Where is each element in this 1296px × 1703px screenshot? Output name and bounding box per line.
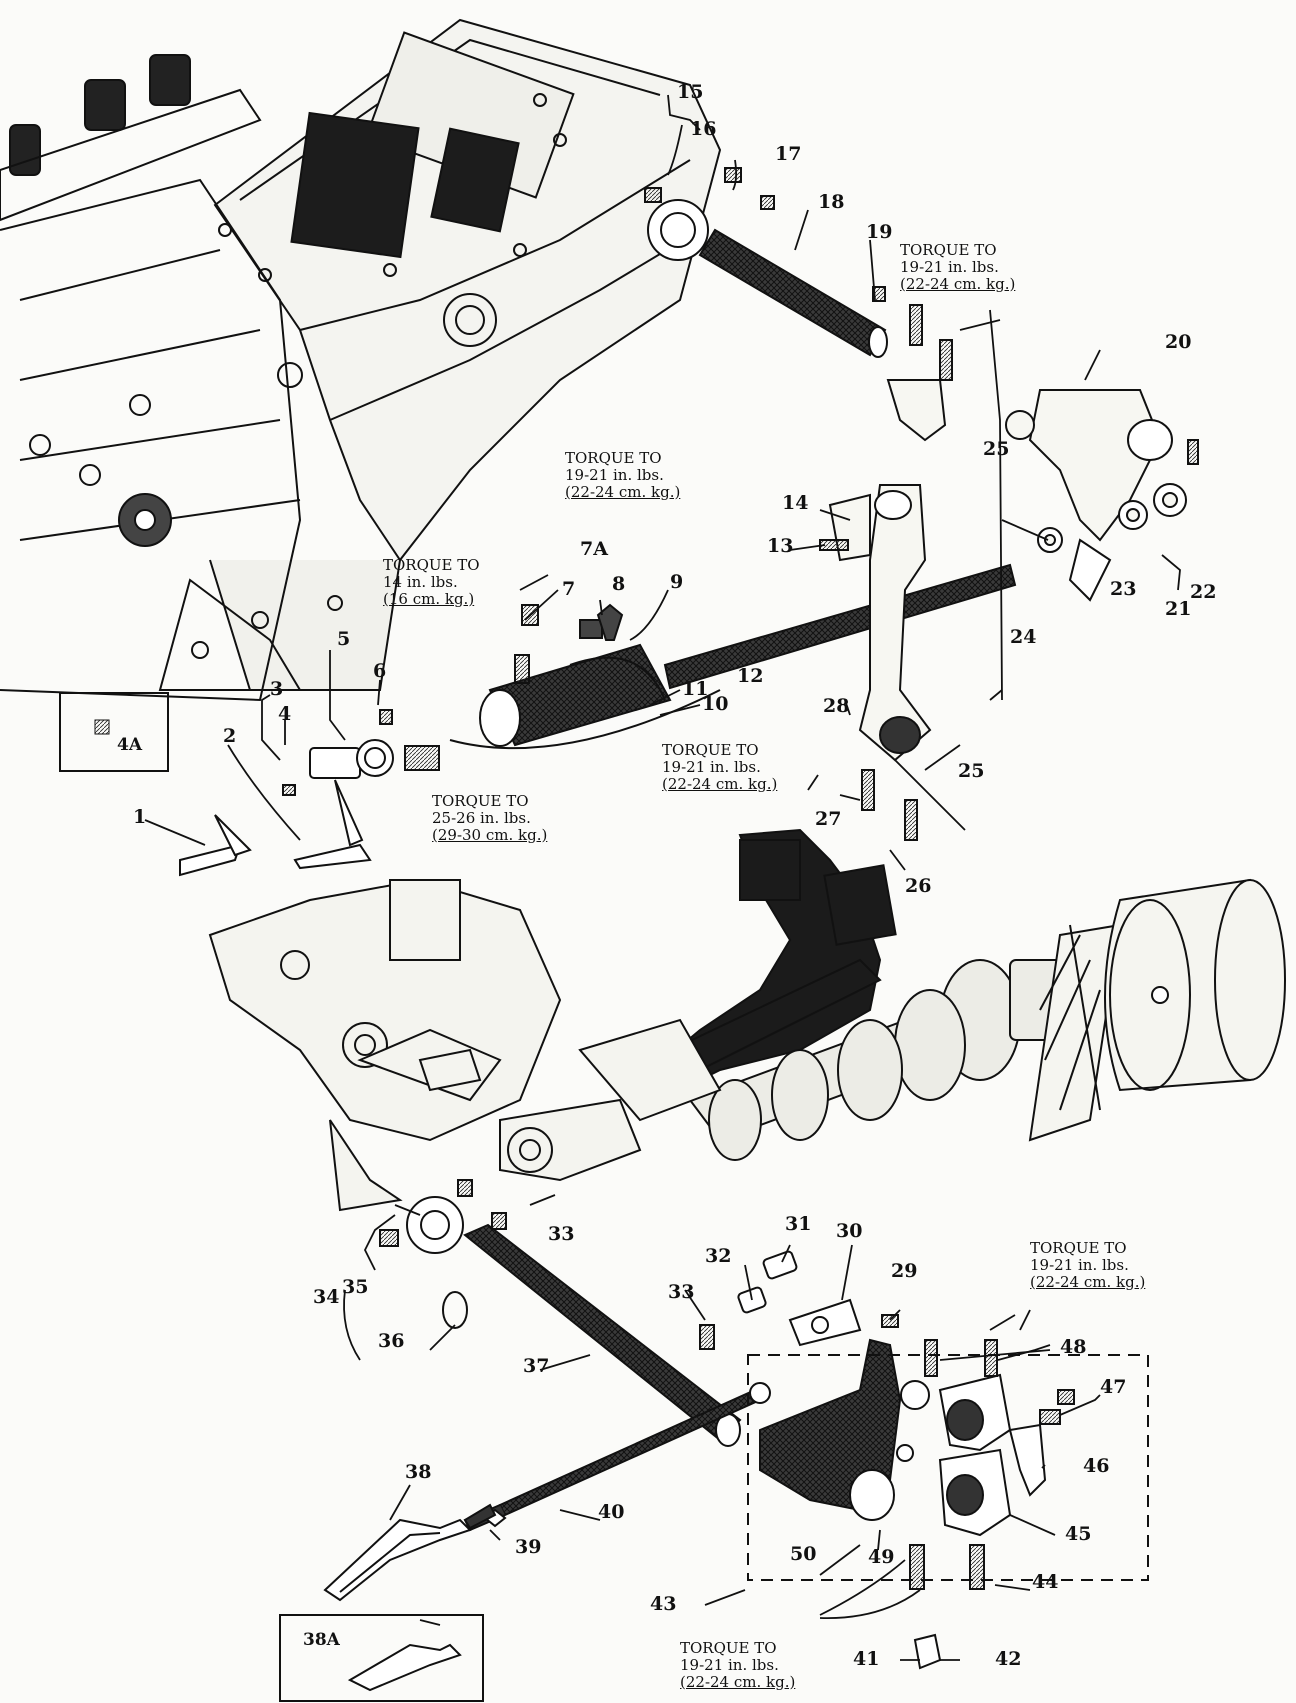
- part-label-6: 6: [373, 660, 387, 682]
- thread-stand-spools: [0, 54, 262, 222]
- torque-note-center-top: TORQUE TO 19-21 in. lbs. (22-24 cm. kg.): [565, 449, 681, 501]
- presser-foot-and-feed: [418, 1018, 722, 1182]
- part-label-27: 27: [815, 808, 842, 830]
- handwheel-pulley: [1028, 878, 1286, 1142]
- part-label-49: 49: [868, 1546, 895, 1568]
- part-label-7a: 7A: [580, 538, 608, 560]
- part-label-40: 40: [598, 1501, 625, 1523]
- part-label-17: 17: [775, 143, 802, 165]
- part-label-16: 16: [690, 118, 717, 140]
- connector-links-30-31-32: [737, 1250, 899, 1347]
- looper-38: [323, 1503, 497, 1602]
- part-label-48: 48: [1060, 1336, 1087, 1358]
- machine-head-housing: [209, 18, 722, 691]
- part-label-39: 39: [515, 1536, 542, 1558]
- part-label-21: 21: [1165, 598, 1192, 620]
- part-label-36: 36: [378, 1330, 405, 1352]
- left-end-parts: [179, 603, 624, 877]
- part-label-9: 9: [670, 571, 684, 593]
- part-label-46: 46: [1083, 1455, 1110, 1477]
- part-label-1: 1: [133, 806, 147, 828]
- part-label-20: 20: [1165, 331, 1192, 353]
- part-label-38: 38: [405, 1461, 432, 1483]
- part-label-47: 47: [1100, 1376, 1127, 1398]
- middle-crank-arm-24: [819, 484, 932, 841]
- torque-note-14-in-lbs: TORQUE TO 14 in. lbs. (16 cm. kg.): [383, 556, 480, 608]
- part-label-11: 11: [682, 678, 709, 700]
- part-label-28: 28: [823, 695, 850, 717]
- leader-lines: [144, 94, 1181, 1661]
- part-label-33-lower: 33: [668, 1281, 695, 1303]
- lower-rocker-50: [759, 1338, 930, 1521]
- torque-note-25-26-in-lbs: TORQUE TO 25-26 in. lbs. (29-30 cm. kg.): [432, 792, 548, 844]
- part-label-29: 29: [891, 1260, 918, 1282]
- torque-note-upper-right: TORQUE TO 19-21 in. lbs. (22-24 cm. kg.): [900, 241, 1016, 293]
- part-label-22: 22: [1190, 581, 1217, 603]
- middle-shaft-10: [449, 563, 1017, 750]
- part-label-8: 8: [612, 573, 626, 595]
- part-label-19: 19: [866, 221, 893, 243]
- part-label-31: 31: [785, 1213, 812, 1235]
- part-label-43: 43: [650, 1593, 677, 1615]
- lower-clamp-dashed-box: [747, 1354, 1149, 1581]
- part-label-3: 3: [270, 678, 284, 700]
- upper-crank-assembly-20: [1005, 389, 1199, 602]
- lower-shaft-37: [379, 1179, 742, 1447]
- part-label-44: 44: [1032, 1571, 1059, 1593]
- part-label-32: 32: [705, 1245, 732, 1267]
- part-label-7: 7: [562, 578, 576, 600]
- part-label-38a: 38A: [303, 1630, 340, 1650]
- part-label-4: 4: [278, 703, 292, 725]
- part-label-24: 24: [1010, 626, 1037, 648]
- part-label-15: 15: [677, 81, 704, 103]
- part-label-26: 26: [905, 875, 932, 897]
- part-label-2: 2: [223, 725, 237, 747]
- part-label-23: 23: [1110, 578, 1137, 600]
- upper-shaft-18: [644, 167, 888, 358]
- upper-clamp-25: [886, 304, 953, 442]
- torque-note-bottom: TORQUE TO 19-21 in. lbs. (22-24 cm. kg.): [680, 1639, 796, 1691]
- part-label-12: 12: [737, 665, 764, 687]
- part-label-37: 37: [523, 1355, 550, 1377]
- part-label-4a: 4A: [117, 735, 143, 755]
- part-label-30: 30: [836, 1220, 863, 1242]
- part-label-33-upper: 33: [548, 1223, 575, 1245]
- machine-frame-left: [0, 178, 303, 702]
- torque-note-lower-right: TORQUE TO 19-21 in. lbs. (22-24 cm. kg.): [1030, 1239, 1146, 1291]
- part-label-41: 41: [853, 1648, 880, 1670]
- part-label-42: 42: [995, 1648, 1022, 1670]
- part-label-13: 13: [767, 535, 794, 557]
- lower-clamp-45-46: [909, 1339, 1075, 1670]
- part-label-50: 50: [790, 1543, 817, 1565]
- part-label-34: 34: [313, 1286, 340, 1308]
- part-label-14: 14: [782, 492, 809, 514]
- part-label-35: 35: [342, 1276, 369, 1298]
- part-label-45: 45: [1065, 1523, 1092, 1545]
- part-label-18: 18: [818, 191, 845, 213]
- part-label-25-lower: 25: [958, 760, 985, 782]
- part-label-5: 5: [337, 628, 351, 650]
- torque-note-middle-right: TORQUE TO 19-21 in. lbs. (22-24 cm. kg.): [662, 741, 778, 793]
- part-label-10: 10: [702, 693, 729, 715]
- part-label-25-upper: 25: [983, 438, 1010, 460]
